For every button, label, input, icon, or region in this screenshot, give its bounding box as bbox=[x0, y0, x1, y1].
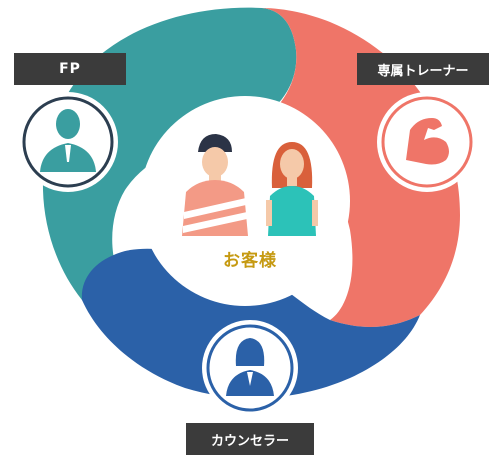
fp-icon-circle bbox=[18, 92, 118, 192]
couple-icon bbox=[182, 134, 318, 236]
businesswoman-icon bbox=[226, 338, 274, 396]
man-figure bbox=[182, 134, 248, 236]
counselor-icon-circle bbox=[202, 320, 298, 416]
flexed-arm-icon bbox=[406, 118, 449, 165]
trainer-label: 専属トレーナー bbox=[357, 53, 489, 85]
fp-label: FP bbox=[14, 53, 126, 85]
trainer-icon-circle bbox=[377, 92, 477, 192]
businessman-icon bbox=[40, 109, 96, 172]
trainer-segment bbox=[240, 8, 460, 327]
woman-figure bbox=[266, 142, 318, 236]
customer-label: お客様 bbox=[223, 251, 277, 271]
counselor-label: カウンセラー bbox=[186, 423, 314, 455]
